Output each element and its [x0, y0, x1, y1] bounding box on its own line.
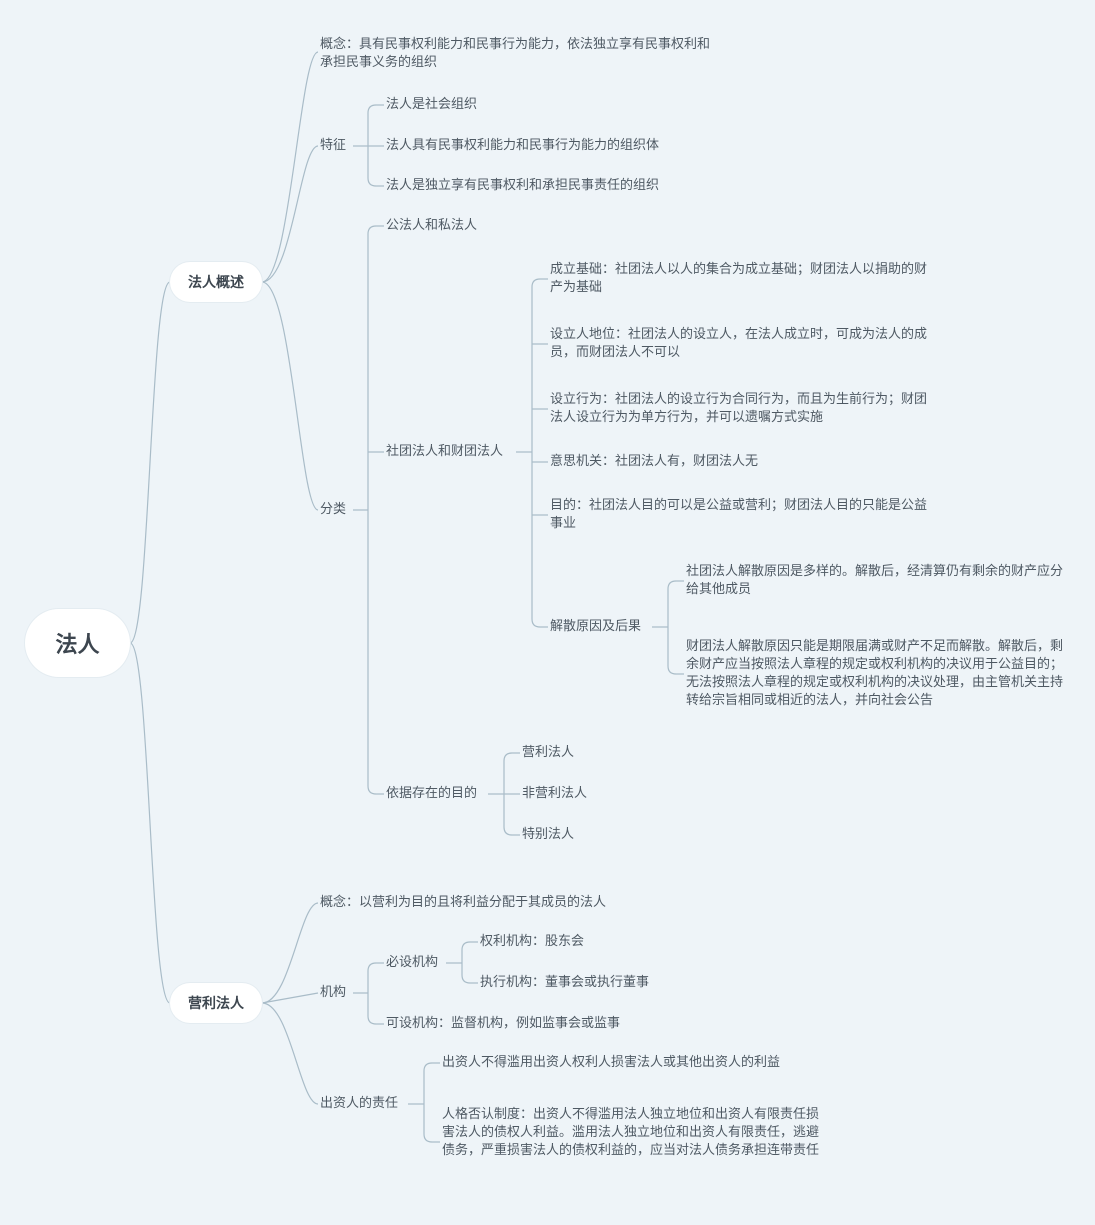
node-required-organs[interactable]: 必设机构: [386, 955, 439, 970]
node-feature-item[interactable]: 法人是社会组织: [386, 97, 478, 112]
node-liability-item[interactable]: 人格否认制度：出资人不得滥用法人独立地位和出资人有限责任损害法人的债权人利益。滥…: [442, 1107, 820, 1158]
node-dissolution-item[interactable]: 财团法人解散原因只能是期限届满或财产不足而解散。解散后，剩余财产应当按照法人章程…: [686, 639, 1064, 708]
node-dissolution-item[interactable]: 社团法人解散原因是多样的。解散后，经清算仍有剩余的财产应分给其他成员: [686, 564, 1064, 597]
node-required-organ-item[interactable]: 权利机构：股东会: [480, 934, 585, 949]
node-purpose-item[interactable]: 营利法人: [522, 745, 575, 760]
node-classification[interactable]: 分类: [320, 502, 347, 517]
node-organs[interactable]: 机构: [320, 985, 347, 1000]
node-public-private[interactable]: 公法人和私法人: [386, 218, 478, 233]
node-sf-item[interactable]: 设立人地位：社团法人的设立人，在法人成立时，可成为法人的成员，而财团法人不可以: [550, 327, 928, 360]
branch-node-overview[interactable]: 法人概述: [170, 262, 262, 302]
node-liability-item[interactable]: 出资人不得滥用出资人权利人损害法人或其他出资人的利益: [442, 1055, 781, 1070]
node-feature-item[interactable]: 法人具有民事权利能力和民事行为能力的组织体: [386, 138, 660, 153]
node-investor-liability[interactable]: 出资人的责任: [320, 1096, 399, 1111]
node-features[interactable]: 特征: [320, 138, 347, 153]
node-purpose-item[interactable]: 特别法人: [522, 827, 575, 842]
node-for-profit-concept[interactable]: 概念：以营利为目的且将利益分配于其成员的法人: [320, 895, 607, 910]
node-sf-item[interactable]: 意思机关：社团法人有，财团法人无: [550, 454, 759, 469]
node-overview-concept[interactable]: 概念：具有民事权利能力和民事行为能力，依法独立享有民事权利和承担民事义务的组织: [320, 37, 711, 70]
node-optional-organs[interactable]: 可设机构：监督机构，例如监事会或监事: [386, 1016, 621, 1031]
node-required-organ-item[interactable]: 执行机构：董事会或执行董事: [480, 975, 650, 990]
root-node[interactable]: 法人: [25, 609, 130, 677]
node-society-foundation[interactable]: 社团法人和财团法人: [386, 444, 504, 459]
node-sf-item[interactable]: 成立基础：社团法人以人的集合为成立基础；财团法人以捐助的财产为基础: [550, 262, 928, 295]
node-sf-item[interactable]: 设立行为：社团法人的设立行为合同行为，而且为生前行为；财团法人设立行为为单方行为…: [550, 392, 928, 425]
node-purpose[interactable]: 依据存在的目的: [386, 786, 478, 801]
node-feature-item[interactable]: 法人是独立享有民事权利和承担民事责任的组织: [386, 178, 660, 193]
node-sf-item[interactable]: 目的：社团法人目的可以是公益或营利；财团法人目的只能是公益事业: [550, 498, 928, 531]
branch-node-for-profit[interactable]: 营利法人: [170, 983, 262, 1023]
node-dissolution[interactable]: 解散原因及后果: [550, 619, 642, 634]
node-purpose-item[interactable]: 非营利法人: [522, 786, 588, 801]
